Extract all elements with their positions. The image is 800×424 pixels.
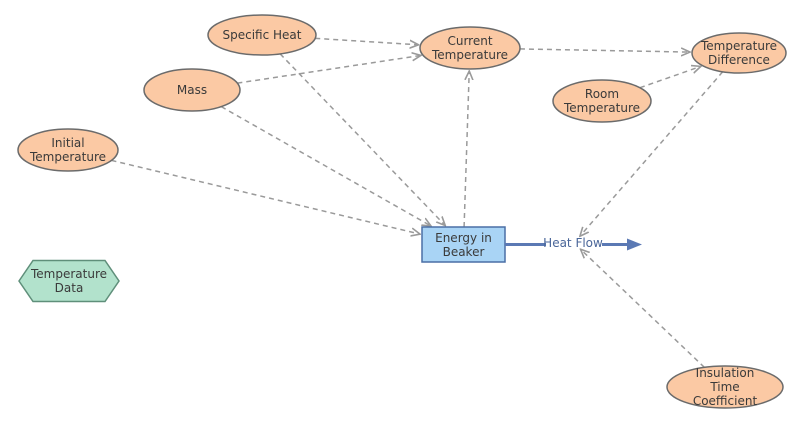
converter-temperature-data[interactable]: [18, 259, 120, 303]
link-room-temperature-to-temperature-difference: [639, 67, 700, 89]
link-mass-to-current-temperature: [237, 56, 420, 84]
variable-insulation-time-coefficient[interactable]: [666, 365, 784, 409]
variable-temperature-difference[interactable]: [691, 32, 787, 74]
variable-mass[interactable]: [143, 68, 241, 112]
link-specific-heat-to-energy-in-beaker: [279, 53, 444, 225]
link-initial-temperature-to-energy-in-beaker: [111, 159, 419, 234]
link-mass-to-energy-in-beaker: [220, 105, 430, 226]
variable-specific-heat[interactable]: [207, 14, 317, 56]
link-insulation-time-coefficient-to-heat-flow: [581, 250, 705, 368]
variable-initial-temperature[interactable]: [17, 128, 119, 172]
link-current-temperature-to-temperature-difference: [519, 49, 689, 52]
variable-room-temperature[interactable]: [552, 79, 652, 123]
link-energy-in-beaker-to-current-temperature: [463, 72, 469, 228]
variable-current-temperature[interactable]: [419, 26, 521, 70]
flow-heat-flow-label[interactable]: Heat Flow: [543, 236, 603, 250]
flow-arrowhead-icon: [627, 238, 642, 251]
link-specific-heat-to-current-temperature: [315, 37, 417, 44]
link-temperature-difference-to-heat-flow: [581, 71, 724, 236]
stock-energy-in-beaker[interactable]: [421, 226, 506, 263]
